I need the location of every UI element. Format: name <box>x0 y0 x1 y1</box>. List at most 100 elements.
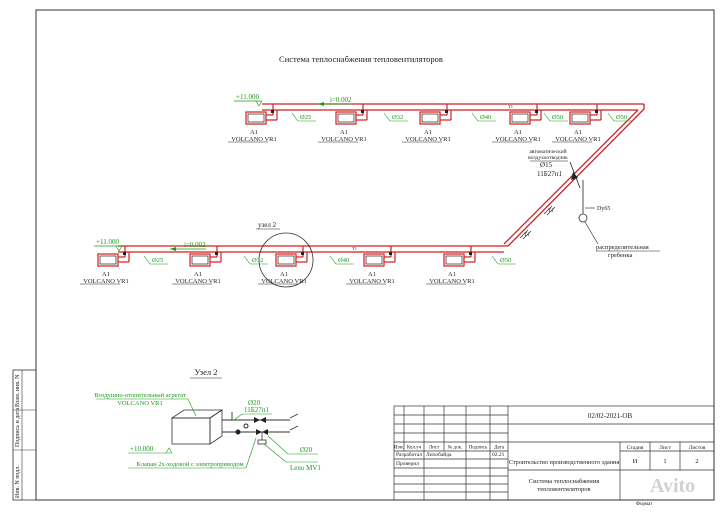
upper-slope: i=0.002 <box>330 96 352 104</box>
detail-code-1: 11Б27п1 <box>244 406 270 414</box>
title-block <box>393 405 715 501</box>
unit-model: VOLCANO VR1 <box>349 278 395 285</box>
upper-mark-3: Ø50 <box>552 114 563 121</box>
detail-size-2: Ø20 <box>300 446 313 454</box>
unit-model: VOLCANO VR1 <box>555 136 601 143</box>
detail-pipes <box>222 412 299 433</box>
riser-marks <box>519 205 556 240</box>
unit-label: А1 <box>424 129 432 136</box>
tb-header-0: Изм. <box>394 446 404 451</box>
unit-label: А1 <box>574 129 582 136</box>
unit-model: VOLCANO VR1 <box>83 278 129 285</box>
unit-model: VOLCANO VR1 <box>405 136 451 143</box>
lower-flow-mark: Т1 <box>352 246 357 251</box>
stage-value: И <box>633 458 638 465</box>
air-vent-code: 11Б27п1 <box>537 170 563 178</box>
upper-mark-1: Ø32 <box>392 114 403 121</box>
lower-mark-3: Ø50 <box>500 257 511 264</box>
role-2: Проверил <box>396 461 419 467</box>
air-vent-size: Ø15 <box>540 161 553 169</box>
side-stamp-3: Взам. инв. N <box>15 374 21 407</box>
lower-mark-2: Ø40 <box>338 257 349 264</box>
lower-mark-0: Ø25 <box>152 257 163 264</box>
lower-level: +11.000 <box>96 238 119 246</box>
lower-pipe-marks: Ø25 Ø32 Ø40 Ø50 <box>143 255 516 265</box>
upper-mark-0: Ø25 <box>300 114 311 121</box>
lower-branch-pipes <box>118 245 508 253</box>
riser-flow-mark-2: Т1 <box>548 209 554 214</box>
sheet-label: Лист <box>659 445 671 451</box>
distribution-comb: Dу65 распределительная гребенка <box>578 180 660 259</box>
drawing-title: Система теплоснабжения тепловентиляторов <box>279 54 443 64</box>
upper-flow-mark: Т1 <box>508 104 513 109</box>
sheet-title-1: Система теплоснабжения <box>529 478 600 485</box>
unit-model: VOLCANO VR1 <box>429 278 475 285</box>
detail-valve-model: Leno MV1 <box>290 464 321 472</box>
unit-model: VOLCANO VR1 <box>495 136 541 143</box>
side-stamp-1: Инв. N подл. <box>15 465 21 498</box>
upper-mark-2: Ø40 <box>480 114 491 121</box>
lower-mark-1: Ø32 <box>252 257 263 264</box>
unit-label: А1 <box>514 129 522 136</box>
unit-label: А1 <box>280 271 288 278</box>
unit-model: VOLCANO VR1 <box>321 136 367 143</box>
project-name: Строительство производственного здания <box>509 459 620 466</box>
detail-title: Узел 2 <box>194 367 217 377</box>
unit-label: А1 <box>448 271 456 278</box>
lower-level-mark: +11.000 i=0.002 <box>94 238 206 252</box>
upper-pipe-marks: Ø25 Ø32 Ø40 Ø50 Ø50 <box>291 112 632 122</box>
detail-valve-label: Клапан 2х-ходовой с электроприводом <box>136 461 243 468</box>
comb-label-2: гребенка <box>608 252 632 259</box>
riser-flow-mark-1: Т1 <box>524 233 530 238</box>
upper-level-mark: +11.000 i=0.002 <box>234 93 352 107</box>
upper-level: +11.000 <box>236 93 259 101</box>
detail-valve-drive <box>257 432 267 445</box>
unit-label: А1 <box>368 271 376 278</box>
detail-size-1: Ø20 <box>248 399 261 407</box>
name-1: Лихобайда <box>426 451 452 458</box>
date-1: 02.21 <box>492 452 505 458</box>
unit-label: А1 <box>194 271 202 278</box>
side-stamp-2: Подпись и дата <box>15 407 21 447</box>
unit-label: А1 <box>340 129 348 136</box>
lower-slope: i=0.002 <box>184 241 206 249</box>
upper-mark-4: Ø50 <box>616 114 627 121</box>
sheet-value: 1 <box>663 458 666 465</box>
tb-header-2: Лист <box>429 446 440 451</box>
unit-model: VOLCANO VR1 <box>231 136 277 143</box>
format-label: Формат <box>636 502 653 507</box>
sheets-label: Листов <box>689 445 706 451</box>
detail-valves <box>235 417 268 435</box>
role-1: Разработал <box>396 451 422 458</box>
tb-header-3: № док. <box>448 445 463 451</box>
unit-model: VOLCANO VR1 <box>175 278 221 285</box>
stage-label: Стадия <box>627 445 644 451</box>
side-stamp-frame <box>12 369 37 501</box>
tb-header-1: Кол.уч <box>407 446 422 451</box>
doc-code: 02/02-2021-ОВ <box>588 412 633 420</box>
detail-level: +10.000 <box>130 445 154 453</box>
sheet-frame <box>35 9 715 501</box>
tb-header-4: Подпись <box>469 446 488 451</box>
node-label: узел 2 <box>258 221 277 229</box>
unit-label: А1 <box>102 271 110 278</box>
air-vent: автоматический воздухоотводчик Ø15 11Б27… <box>528 148 581 189</box>
air-vent-line-2: воздухоотводчик <box>528 155 568 161</box>
unit-model: VOLCANO VR1 <box>261 278 307 285</box>
comb-label-1: распределительная <box>596 244 649 251</box>
detail-unit <box>170 409 224 445</box>
sheets-value: 2 <box>695 458 698 465</box>
detail-unit-label-1: Воздушно-отопительный агрегат <box>94 392 186 399</box>
